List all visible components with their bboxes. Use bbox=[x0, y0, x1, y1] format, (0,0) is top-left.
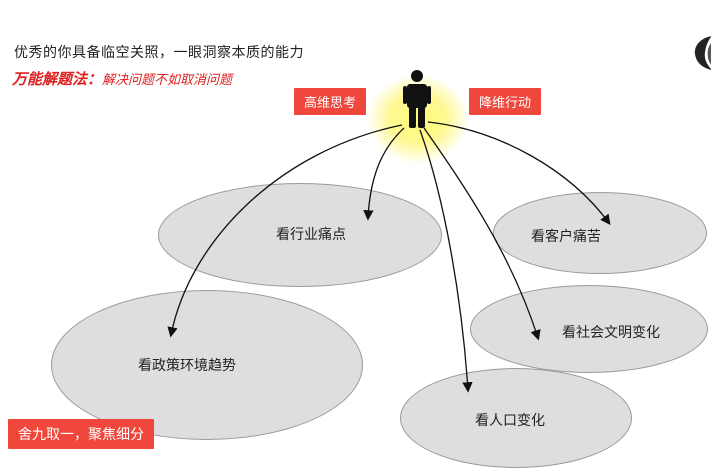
node-label-customer: 看客户痛苦 bbox=[531, 229, 601, 245]
ellipse-civilization bbox=[470, 285, 708, 373]
arrow-to-civilization bbox=[423, 127, 541, 341]
node-label-population: 看人口变化 bbox=[475, 413, 545, 429]
arrow-to-policy bbox=[167, 124, 403, 338]
arrow-to-population bbox=[419, 129, 473, 393]
tag-focus-segment: 舍九取一，聚焦细分 bbox=[8, 419, 154, 449]
arrow-to-industry bbox=[363, 127, 405, 221]
ellipse-population bbox=[400, 368, 632, 468]
arrow-to-customer bbox=[427, 121, 611, 226]
ellipse-customer bbox=[493, 192, 707, 274]
node-label-policy: 看政策环境趋势 bbox=[138, 358, 236, 374]
tag-high-dimension-thinking: 高维思考 bbox=[294, 88, 367, 115]
method-subtitle: 解决问题不如取消问题 bbox=[102, 73, 233, 88]
method-line: 万能解题法：解决问题不如取消问题 bbox=[12, 68, 232, 89]
node-label-civilization: 看社会文明变化 bbox=[562, 325, 660, 341]
logo-icon bbox=[692, 34, 711, 72]
person-icon bbox=[403, 70, 431, 128]
ellipse-policy bbox=[51, 290, 363, 440]
method-title: 万能解题法： bbox=[12, 70, 103, 88]
tag-low-dimension-action: 降维行动 bbox=[469, 88, 542, 115]
node-label-industry: 看行业痛点 bbox=[276, 227, 346, 243]
headline: 优秀的你具备临空关照，一眼洞察本质的能力 bbox=[14, 45, 304, 61]
ellipse-industry bbox=[158, 183, 442, 287]
